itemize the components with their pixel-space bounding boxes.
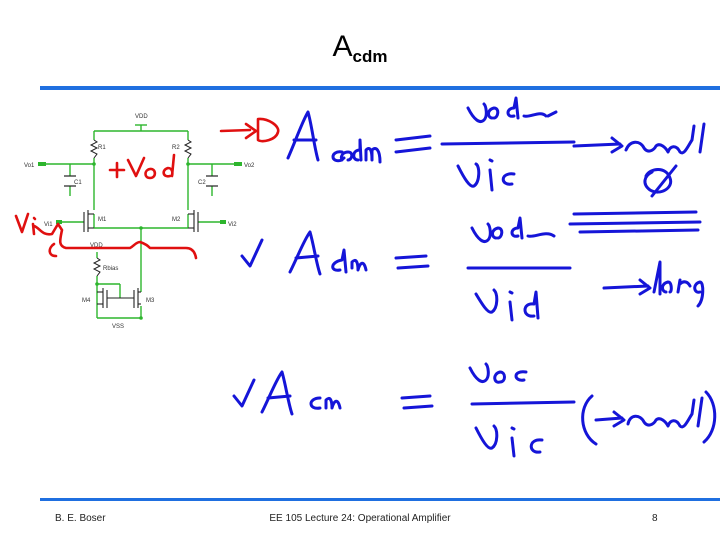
footer-page-number: 8 (652, 513, 658, 524)
ink-open-paren (581, 394, 598, 446)
ink-vid-denominator-2 (474, 288, 540, 322)
r1-label: R1 (98, 145, 106, 151)
footer-author: B. E. Boser (55, 513, 106, 524)
red-arrow (219, 122, 258, 140)
red-v-letter (126, 156, 146, 178)
m1-transistor (83, 210, 94, 232)
m3-transistor (133, 288, 141, 308)
ink-vod-numerator-2 (470, 216, 556, 243)
m2-transistor (188, 210, 199, 232)
vss-label: VSS (112, 324, 124, 330)
ink-acdm-A (286, 110, 320, 162)
red-vi-c (48, 242, 58, 258)
vi1-label: Vi1 (44, 222, 53, 228)
top-divider (40, 86, 720, 90)
ink-close-paren (702, 390, 717, 444)
c1-capacitor (64, 175, 76, 187)
vo2-label: Vo2 (244, 163, 255, 169)
ink-equals-2 (394, 254, 430, 270)
footer-course: EE 105 Lecture 24: Operational Amplifier (269, 513, 451, 524)
ink-zero-slash (643, 164, 678, 198)
red-plus-sign (108, 161, 126, 179)
terminal-pins (38, 162, 242, 320)
ink-vic-denominator-1 (456, 158, 516, 192)
ink-voc-numerator-3 (468, 362, 528, 384)
ink-equals-3 (400, 394, 434, 410)
ink-dm-letters (331, 248, 368, 274)
ink-vic-denominator-3 (474, 424, 544, 458)
blue-equations (232, 96, 717, 458)
ink-small-word-2 (626, 396, 704, 429)
c2-capacitor (206, 175, 218, 187)
r1-resistor (89, 139, 99, 159)
ink-adm-A (288, 230, 322, 276)
ink-vod-numerator-1 (466, 96, 558, 123)
ink-fraction-bar-3 (470, 400, 576, 406)
ink-cdm-letters (331, 138, 382, 164)
title-main: A (332, 30, 353, 63)
vi2-label: Vi2 (228, 222, 237, 228)
r2-label: R2 (172, 145, 180, 151)
ink-check-2 (232, 378, 256, 408)
ink-large-word (652, 260, 705, 308)
ink-check-1 (240, 238, 264, 268)
m4-label: M4 (82, 298, 91, 304)
ink-arrow-3 (594, 410, 626, 428)
red-d-letter (162, 153, 176, 178)
r2-resistor (183, 139, 193, 159)
red-common-bracket (32, 222, 198, 260)
rbias-resistor (92, 257, 102, 277)
bottom-divider (40, 498, 720, 501)
title-subscript: cdm (352, 47, 388, 66)
m3-label: M3 (146, 298, 155, 304)
schematic-wires (45, 124, 236, 319)
red-arrowhead-scribble (256, 117, 280, 143)
c2-label: C2 (198, 180, 206, 186)
slide-title: Acdm (0, 30, 720, 66)
ink-fraction-bar-1 (440, 140, 576, 146)
vdd-label: VDD (135, 114, 148, 120)
rbias-label: Rbias (103, 266, 118, 272)
ink-triple-underline (568, 210, 702, 234)
ink-arrow-1 (572, 136, 624, 154)
ink-arrow-2 (602, 278, 652, 296)
m4-transistor (97, 288, 134, 308)
vdd-bias-label: VDD (90, 243, 103, 249)
m1-label: M1 (98, 217, 107, 223)
vo1-label: Vo1 (24, 163, 35, 169)
ink-small-word (624, 122, 706, 155)
ink-acm-A (260, 370, 294, 416)
m2-label: M2 (172, 217, 181, 223)
red-vi-v (14, 212, 30, 234)
circuit-schematic: VDD R1 R2 C1 C2 Vo1 Vo2 Vi1 Vi2 M1 M2 VD… (24, 114, 255, 330)
red-annotations (14, 117, 280, 260)
ink-cm-letters (309, 396, 342, 410)
c1-label: C1 (74, 180, 82, 186)
ink-equals-1 (394, 134, 432, 154)
red-o-letter (144, 167, 157, 180)
